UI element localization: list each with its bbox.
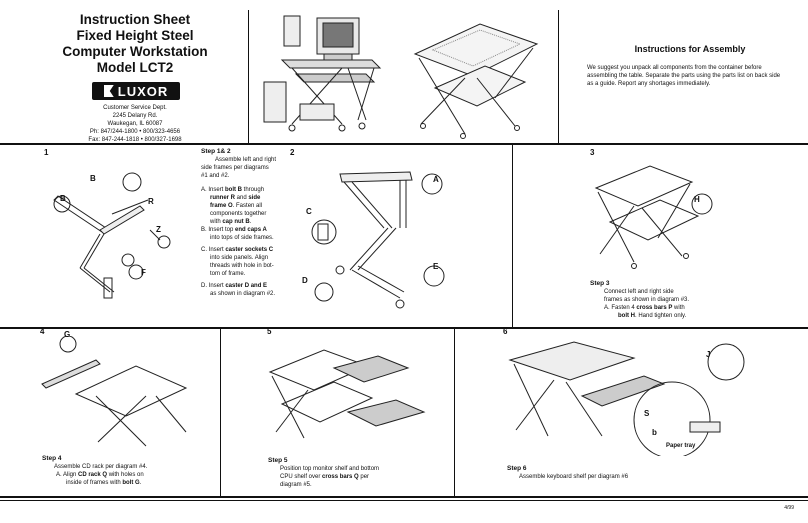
title-line: Computer Workstation [62,44,208,59]
divider [0,143,808,145]
part-label-e: E [433,262,439,271]
part-label-r: R [148,197,154,206]
diagram-5 [268,340,428,452]
step-4-text: Step 4 Assemble CD rack per diagram #4. … [42,455,148,486]
divider [558,10,559,143]
part-label-b: B [90,174,96,183]
divider [0,327,808,329]
diagram-4 [36,336,196,448]
step-1-2-text: Step 1& 2 Assemble left and right side f… [201,148,277,297]
assembly-heading: Instructions for Assembly [634,44,746,54]
diagram-3 [590,158,720,276]
workstation-photo [262,12,392,137]
luxor-logo: LUXOR [92,82,180,100]
part-label-j: J [706,350,711,359]
title-line: Fixed Height Steel [76,28,194,43]
title-line: Instruction Sheet [79,12,191,27]
diagram-1 [40,160,200,310]
part-label-a: A [433,175,439,184]
paper-tray-label: Paper tray [666,443,696,449]
panel-number: 5 [267,327,272,336]
divider [512,145,513,327]
sheet-title: Instruction Sheet Fixed Height Steel Com… [40,12,230,76]
panel-number: 2 [290,148,295,157]
step-3-text: Step 3 Connect left and right side frame… [590,280,690,319]
panel-number: 3 [590,148,595,157]
part-label-d: D [302,276,308,285]
step-5-text: Step 5 Position top monitor shelf and bo… [268,457,380,488]
panel-number: 4 [40,327,45,336]
assembled-table-drawing [405,14,545,139]
part-label-b: B [60,194,66,203]
part-label-g: G [64,330,71,339]
panel-number: 6 [503,327,508,336]
part-label-c: C [306,207,312,216]
part-label-h: H [694,195,700,204]
logo-mark-icon [103,85,114,97]
divider [454,329,455,496]
diagram-6 [504,336,804,456]
divider [220,329,221,496]
part-label-b-small: b [652,428,657,437]
divider [248,10,249,143]
divider [0,496,808,498]
part-label-f: F [141,268,146,277]
panel-number: 1 [44,148,49,157]
title-line: Model LCT2 [96,60,174,75]
assembly-intro: We suggest you unpack all components fro… [587,65,781,87]
part-label-z: Z [156,225,161,234]
step-6-text: Step 6 Assemble keyboard shelf per diagr… [507,465,629,480]
address-block: Customer Service Dept. 2245 Delany Rd. W… [88,105,182,143]
revision-date: 4/99 [784,505,794,511]
part-label-s: S [644,409,650,418]
diagram-2 [300,158,460,318]
divider [0,500,808,501]
